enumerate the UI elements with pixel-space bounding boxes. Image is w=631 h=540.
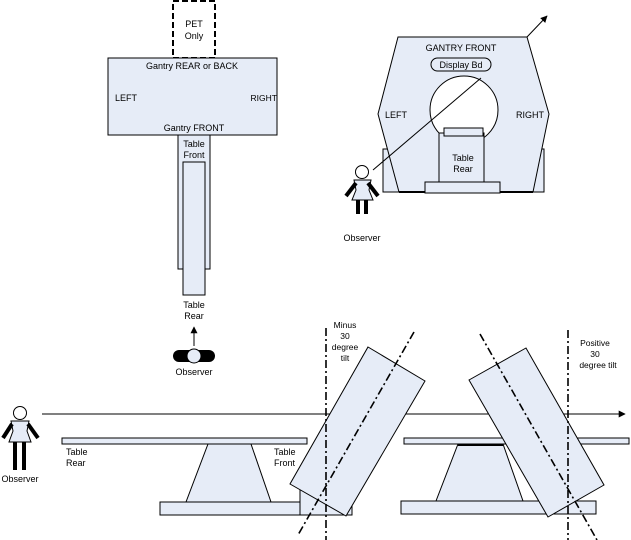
direction-arrow: [526, 15, 548, 38]
table-rear-label-1: Table: [183, 300, 205, 310]
left-table-rear-2: Rear: [66, 458, 86, 468]
observer-side-label: Observer: [1, 474, 38, 484]
positive-label-2: 30: [590, 349, 600, 359]
table-pedestal-front: [424, 181, 501, 194]
table-base-left: [159, 501, 301, 516]
gantry-front-label: Gantry FRONT: [164, 123, 225, 133]
front-left-label: LEFT: [385, 110, 408, 120]
tilt-axis-positive: [479, 333, 598, 540]
left-table-front-2: Front: [274, 458, 296, 468]
observer-top-label: Observer: [175, 367, 212, 377]
observer-top-icon: [173, 348, 215, 364]
table-bed-inner: [182, 161, 206, 296]
pet-only-box: [172, 0, 216, 59]
table-front-label-2: Front: [183, 150, 205, 160]
observer-front-label: Observer: [343, 233, 380, 243]
minus-label-4: tilt: [341, 353, 350, 363]
front-right-label: RIGHT: [516, 110, 545, 120]
left-table-rear-1: Table: [66, 447, 88, 457]
table-pedestal-left: [185, 443, 272, 503]
gantry-front-title: GANTRY FRONT: [426, 43, 497, 53]
table-end-front: [438, 132, 485, 184]
positive-label-1: Positive: [580, 338, 610, 348]
minus-label-1: Minus: [334, 320, 357, 330]
gantry-left-label: LEFT: [115, 93, 138, 103]
front-table-rear-2: Rear: [453, 164, 473, 174]
observer-front-icon: [344, 165, 380, 214]
table-top-front: [443, 127, 484, 137]
gantry-rear-label: Gantry REAR or BACK: [146, 61, 238, 71]
gantry-right-label: RIGHT: [251, 93, 277, 103]
display-board-label: Display Bd: [439, 60, 482, 70]
display-board: [430, 57, 492, 72]
front-view: GANTRY FRONT Display Bd LEFT RIGHT Table…: [343, 15, 550, 243]
table-pedestal-right: [435, 443, 524, 502]
table-front-label-1: Table: [183, 139, 205, 149]
side-view: Observer Table Rear Table Front Minus 30…: [1, 320, 630, 540]
sight-line: [372, 77, 482, 171]
observer-side-icon: [1, 406, 40, 470]
gantry-top: [107, 57, 278, 136]
top-view: PET Only Gantry REAR or BACK LEFT RIGHT …: [107, 0, 278, 377]
minus-label-2: 30: [340, 331, 350, 341]
only-label: Only: [185, 31, 204, 41]
left-table-front-1: Table: [274, 447, 296, 457]
table-top-left: [61, 437, 308, 445]
pet-label: PET: [185, 19, 203, 29]
minus-label-3: degree: [332, 342, 359, 352]
tilt-axis-minus: [297, 331, 415, 536]
positive-label-3: degree tilt: [579, 360, 617, 370]
table-rear-label-2: Rear: [184, 311, 204, 321]
front-table-rear-1: Table: [452, 153, 474, 163]
